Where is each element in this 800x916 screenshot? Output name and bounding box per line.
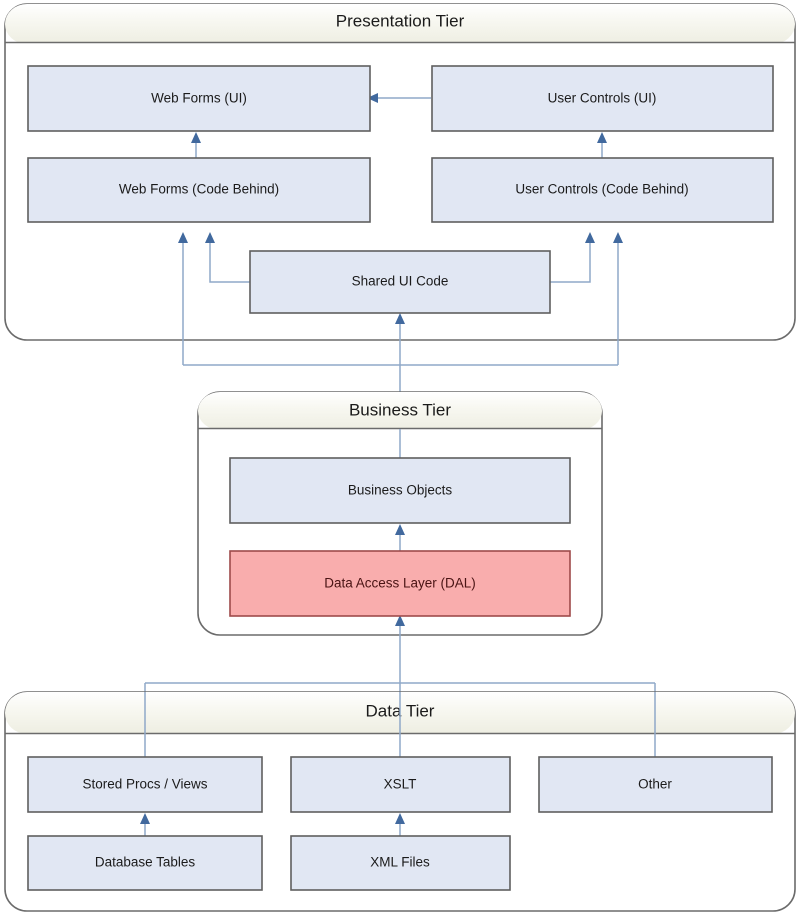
- node-web-forms-code-behind[interactable]: Web Forms (Code Behind): [27, 157, 371, 223]
- node-user-controls-ui-label: User Controls (UI): [548, 91, 657, 106]
- node-business-objects-label: Business Objects: [348, 483, 453, 498]
- node-shared-ui-code[interactable]: Shared UI Code: [249, 250, 551, 314]
- connector-business-objects-to-web-forms-code-behind: [178, 232, 188, 365]
- connector-business-objects-to-user-controls-code-behind: [613, 232, 623, 365]
- node-data-access-layer-label: Data Access Layer (DAL): [324, 576, 476, 591]
- node-user-controls-code-behind[interactable]: User Controls (Code Behind): [431, 157, 774, 223]
- node-database-tables[interactable]: Database Tables: [27, 835, 263, 891]
- node-other[interactable]: Other: [538, 756, 773, 813]
- connector-shared-ui-code-to-web-forms-code-behind: [205, 232, 250, 283]
- node-web-forms-ui-label: Web Forms (UI): [151, 91, 247, 106]
- connector-data-tier-to-dal: [395, 615, 405, 683]
- connector-shared-ui-code-to-user-controls-code-behind: [550, 232, 595, 283]
- node-business-objects[interactable]: Business Objects: [229, 457, 571, 524]
- node-xslt-label: XSLT: [384, 777, 417, 792]
- connector-user-controls-ui-to-web-forms-ui: [367, 93, 431, 103]
- connector-database-tables-to-stored-procs-views: [140, 813, 150, 836]
- tier-business-header-band: [198, 392, 602, 429]
- node-other-label: Other: [638, 777, 672, 792]
- presentation-connectors: [178, 93, 623, 392]
- node-xml-files[interactable]: XML Files: [290, 835, 511, 891]
- connector-user-controls-code-behind-to-user-controls-ui: [597, 132, 607, 158]
- business-connectors: [395, 429, 405, 683]
- connector-dal-to-business-objects: [395, 524, 405, 551]
- connector-web-forms-code-behind-to-web-forms-ui: [191, 132, 201, 158]
- connector-xml-files-to-xslt: [395, 813, 405, 836]
- node-stored-procs-views-label: Stored Procs / Views: [82, 777, 207, 792]
- node-user-controls-ui[interactable]: User Controls (UI): [431, 65, 774, 132]
- node-xml-files-label: XML Files: [370, 855, 430, 870]
- node-shared-ui-code-label: Shared UI Code: [352, 274, 449, 289]
- node-web-forms-code-behind-label: Web Forms (Code Behind): [119, 182, 279, 197]
- node-stored-procs-views[interactable]: Stored Procs / Views: [27, 756, 263, 813]
- node-database-tables-label: Database Tables: [95, 855, 196, 870]
- data-tier-branch-overlay: [144, 692, 656, 757]
- tier-presentation-title: Presentation Tier: [336, 11, 465, 30]
- data-tier-row-connectors: [140, 813, 405, 836]
- connector-business-tier-to-shared-ui-code: [395, 313, 405, 392]
- node-user-controls-code-behind-label: User Controls (Code Behind): [515, 182, 688, 197]
- node-web-forms-ui[interactable]: Web Forms (UI): [27, 65, 371, 132]
- tier-presentation-header-band: [5, 4, 795, 42]
- node-xslt[interactable]: XSLT: [290, 756, 511, 813]
- node-data-access-layer[interactable]: Data Access Layer (DAL): [229, 550, 571, 617]
- tier-business-title: Business Tier: [349, 400, 451, 419]
